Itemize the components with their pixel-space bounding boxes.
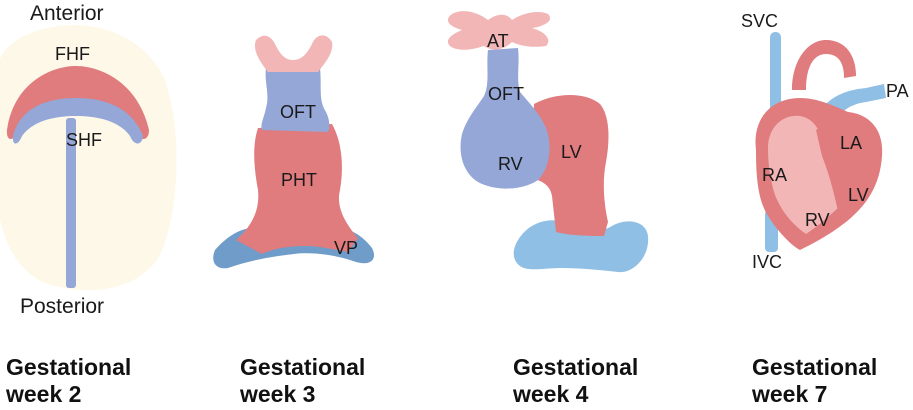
ra-label: RA — [762, 165, 787, 185]
caption-week-2: Gestational week 2 — [6, 354, 131, 408]
caption-week-7-line-2: week 7 — [752, 381, 828, 407]
heart-inner-chambers — [768, 115, 842, 234]
lv-label-week7: LV — [848, 185, 869, 205]
left-ventricle-week4 — [530, 95, 609, 236]
rv-label-week7: RV — [805, 210, 830, 230]
lv-label-week4: LV — [561, 142, 582, 162]
primitive-streak — [66, 118, 76, 288]
caption-week-4-line-2: week 4 — [513, 381, 589, 407]
caption-week-2-line-1: Gestational — [6, 354, 132, 380]
week4-diagram: AT OFT RV LV — [447, 11, 649, 273]
second-heart-field — [12, 98, 143, 144]
ivc-label: IVC — [752, 252, 782, 272]
rv-label-week4: RV — [498, 154, 523, 174]
caption-week-3: Gestational week 3 — [240, 354, 365, 408]
fhf-label: FHF — [55, 44, 90, 64]
aortic-arch — [792, 40, 856, 90]
caption-week-2-line-2: week 2 — [6, 381, 82, 407]
pa-label: PA — [886, 81, 909, 101]
at-label: AT — [487, 31, 509, 51]
first-heart-field — [6, 66, 149, 139]
caption-week-7-line-1: Gestational — [752, 354, 878, 380]
oft-label-week4: OFT — [488, 84, 524, 104]
week3-diagram: OFT PHT VP — [213, 35, 375, 269]
heart-septum — [816, 126, 863, 222]
anterior-label: Anterior — [30, 2, 104, 25]
shf-label: SHF — [66, 130, 102, 150]
week2-diagram: Anterior FHF SHF Posterior — [0, 2, 177, 318]
caption-week-4: Gestational week 4 — [513, 354, 638, 408]
embryo-disc — [0, 25, 177, 291]
posterior-label: Posterior — [20, 295, 104, 318]
primitive-heart-tube — [236, 124, 358, 254]
pht-label: PHT — [281, 170, 317, 190]
caption-week-7: Gestational week 7 — [752, 354, 877, 408]
svc-label: SVC — [741, 11, 778, 31]
caption-week-3-line-2: week 3 — [240, 381, 316, 407]
oft-label-week3: OFT — [280, 102, 316, 122]
outflow-tract-week3 — [261, 68, 330, 132]
vp-label: VP — [334, 238, 358, 258]
right-ventricle-week4 — [460, 48, 550, 189]
aortic-sac-week4 — [447, 11, 551, 50]
atrial-region-week4 — [513, 220, 649, 273]
caption-week-4-line-1: Gestational — [513, 354, 639, 380]
caption-week-3-line-1: Gestational — [240, 354, 366, 380]
week7-diagram: SVC PA LA RA LV RV IVC — [741, 11, 909, 272]
aortic-sac-week3 — [254, 35, 333, 72]
la-label: LA — [840, 133, 862, 153]
